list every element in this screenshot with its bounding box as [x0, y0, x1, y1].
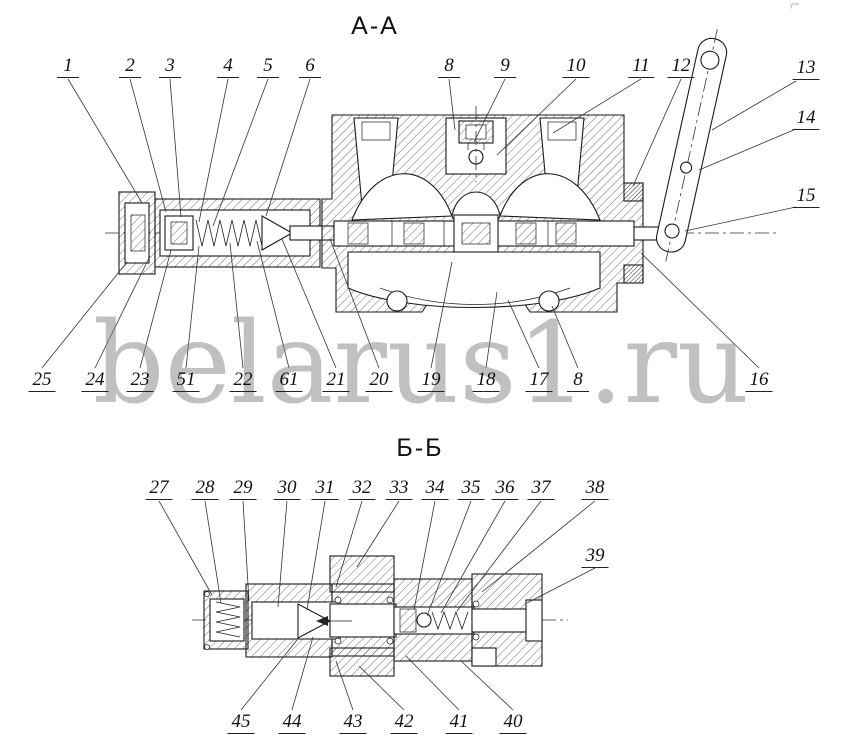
- fitting-poppet: [297, 603, 332, 639]
- callout-aa-24: 24: [81, 370, 109, 392]
- mounting-hole-right: [538, 290, 560, 312]
- fitting-lower-block: [329, 647, 395, 677]
- callout-bb-41: 41: [445, 712, 473, 734]
- leader-lines-section-a: [41, 78, 797, 369]
- callout-bb-38: 38: [581, 478, 609, 500]
- callout-bb-28: 28: [191, 478, 219, 500]
- callout-aa-21: 21: [322, 370, 350, 392]
- callout-aa-20: 20: [365, 370, 393, 392]
- lever-pivot: [664, 223, 680, 239]
- callout-bb-27: 27: [145, 478, 173, 500]
- hand-lever: [655, 28, 728, 262]
- callout-bb-30: 30: [273, 478, 301, 500]
- section-a-drawing: [41, 28, 797, 369]
- cap-spring: [215, 601, 241, 638]
- control-valve-detail: [445, 106, 507, 182]
- callout-aa-61: 61: [275, 370, 303, 392]
- callout-bb-45: 45: [227, 712, 255, 734]
- callout-bb-32: 32: [348, 478, 376, 500]
- callout-aa-13: 13: [792, 58, 820, 80]
- callout-aa-3: 3: [159, 56, 181, 78]
- leader-lines-section-b: [158, 500, 596, 711]
- check-ball: [416, 612, 432, 628]
- callout-aa-25: 25: [28, 370, 56, 392]
- valve-body: [321, 106, 644, 313]
- poppet-cone: [261, 215, 294, 251]
- fitting-end-block: [471, 573, 543, 667]
- callout-aa-15: 15: [792, 186, 820, 208]
- corner-mark: у™: [790, 3, 799, 9]
- callout-aa-5: 5: [257, 56, 279, 78]
- callout-bb-44: 44: [278, 712, 306, 734]
- left-cap-assembly: [118, 191, 156, 275]
- callout-aa-2: 2: [119, 56, 141, 78]
- callout-bb-29: 29: [229, 478, 257, 500]
- mounting-hole-left: [386, 290, 408, 312]
- callout-aa-8-bottom: 8: [567, 370, 589, 392]
- callout-bb-31: 31: [311, 478, 339, 500]
- callout-bb-35: 35: [457, 478, 485, 500]
- callout-bb-34: 34: [421, 478, 449, 500]
- callout-aa-14: 14: [792, 108, 820, 130]
- fitting-adapter: [393, 578, 475, 662]
- callout-aa-4: 4: [217, 56, 239, 78]
- callout-aa-23: 23: [126, 370, 154, 392]
- callout-aa-8-top: 8: [438, 56, 460, 78]
- section-b-drawing: [158, 500, 596, 711]
- flow-arrow: [316, 616, 352, 626]
- adapter-spring: [431, 610, 469, 631]
- section-b-title: Б-Б: [396, 434, 444, 462]
- callout-aa-16: 16: [745, 370, 773, 392]
- callout-bb-37: 37: [527, 478, 555, 500]
- lever-pin: [680, 161, 693, 174]
- callout-bb-40: 40: [499, 712, 527, 734]
- seal-block-top: [623, 182, 644, 202]
- callout-bb-39: 39: [581, 546, 609, 568]
- callout-aa-17: 17: [525, 370, 553, 392]
- valve-sleeve: [154, 198, 335, 268]
- callout-aa-22: 22: [229, 370, 257, 392]
- callout-aa-10: 10: [562, 56, 590, 78]
- spool: [333, 214, 677, 253]
- o-rings: [334, 596, 480, 645]
- section-a-title: А-А: [351, 12, 399, 40]
- callout-bb-42: 42: [390, 712, 418, 734]
- callout-aa-51: 51: [172, 370, 200, 392]
- callout-aa-6: 6: [299, 56, 321, 78]
- fitting-upper-block: [329, 555, 395, 593]
- gallery-right: [499, 173, 601, 221]
- callout-aa-18: 18: [472, 370, 500, 392]
- fitting-cap: [203, 590, 249, 650]
- callout-aa-9: 9: [494, 56, 516, 78]
- gallery-left: [351, 173, 453, 221]
- callout-bb-36: 36: [491, 478, 519, 500]
- callout-aa-19: 19: [417, 370, 445, 392]
- callout-aa-11: 11: [628, 56, 654, 78]
- callout-bb-43: 43: [339, 712, 367, 734]
- callout-aa-1: 1: [57, 56, 79, 78]
- bottom-cavity: [347, 251, 601, 308]
- spring: [195, 219, 263, 247]
- seal-block-bottom: [623, 264, 644, 284]
- lever-top-hole: [700, 50, 720, 70]
- callout-aa-12: 12: [667, 56, 695, 78]
- callout-bb-33: 33: [385, 478, 413, 500]
